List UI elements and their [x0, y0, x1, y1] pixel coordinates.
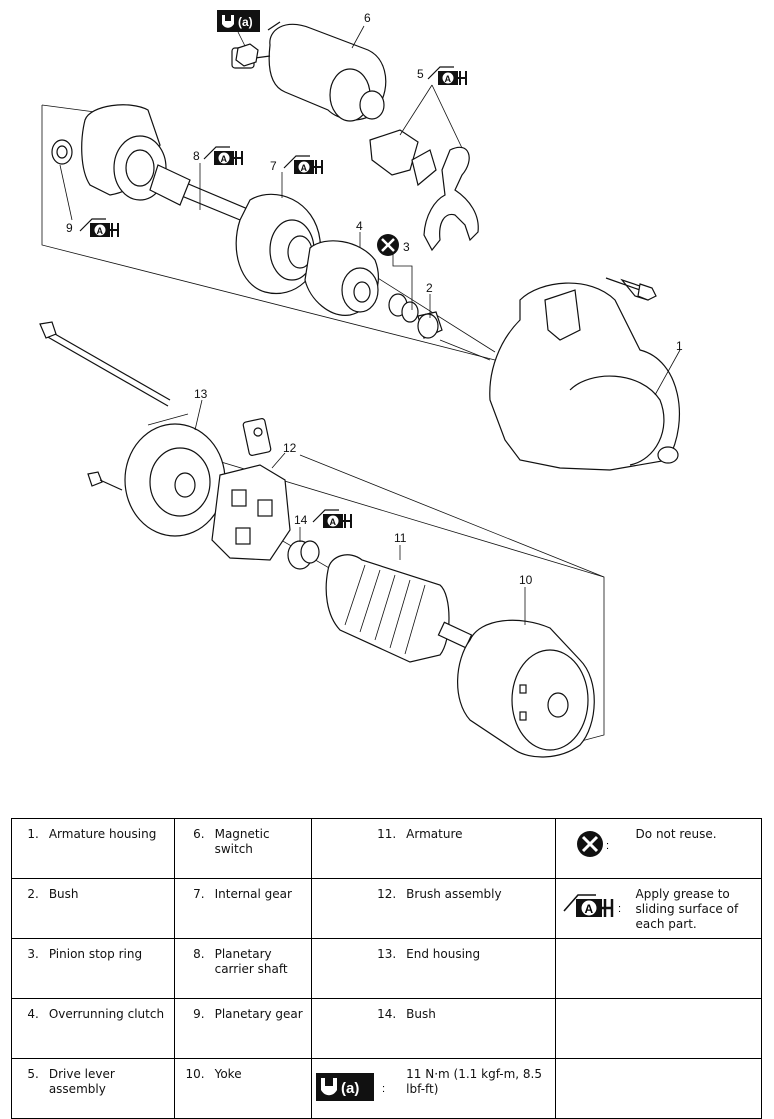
legend-empty-cell: [554, 938, 763, 999]
callout-13: 13: [194, 387, 208, 401]
front-bracket-part: [51, 104, 167, 201]
legend-label: Planetary gear: [210, 998, 313, 1059]
grease-icon: A :: [563, 894, 621, 917]
callout-12: 12: [283, 441, 297, 455]
legend-row: 5. Drive lever assembly 10. Yoke (a) : 1…: [10, 1058, 763, 1119]
legend-label: Armature housing: [44, 818, 175, 879]
grease-icon-letter: A: [584, 902, 593, 916]
parts-legend-table: 1. Armature housing 6. Magnetic switch 1…: [10, 818, 763, 1119]
callout-3: 3: [403, 240, 410, 254]
brush-assembly-part: [211, 418, 291, 561]
legend-number: 9.: [173, 998, 211, 1059]
symbol-colon: :: [618, 903, 621, 915]
legend-number: 3.: [10, 938, 45, 999]
callout-1: 1: [676, 339, 683, 353]
do-not-reuse-symbol-3: [377, 234, 399, 256]
grease-symbol-8: A: [203, 146, 243, 165]
legend-number: 14.: [311, 998, 403, 1059]
legend-label: Planetary carrier shaft: [210, 938, 313, 999]
through-bolt: [39, 321, 171, 407]
internal-gear-part: [235, 193, 321, 294]
rear-bush-part: [287, 540, 320, 570]
grease-letter-5: A: [445, 74, 452, 84]
planetary-carrier-shaft-part: [149, 164, 251, 223]
legend-empty-cell: [554, 998, 763, 1059]
grease-letter-9: A: [97, 226, 104, 236]
legend-row: 3. Pinion stop ring 8. Planetary carrier…: [10, 938, 763, 999]
legend-row: 2. Bush 7. Internal gear 12. Brush assem…: [10, 878, 762, 939]
legend-number: 8.: [173, 938, 211, 999]
legend-label: Armature: [402, 818, 556, 879]
legend-label: Bush: [44, 878, 175, 939]
housing-bolt: [605, 277, 657, 301]
grease-letter-7: A: [301, 163, 308, 173]
legend-symbol-description: Do not reuse.: [631, 818, 762, 879]
callout-9: 9: [66, 221, 73, 235]
leader-lines: [59, 25, 681, 625]
legend-label: Bush: [402, 998, 556, 1059]
exploded-starter-diagram: 6 5 8 7 9 4 3 2 1 13 12 14 11 10 (a) A A: [39, 10, 683, 758]
legend-symbol-cell: (a) :: [311, 1058, 403, 1119]
do-not-reuse-icon: :: [576, 831, 609, 857]
legend-label: Magnetic switch: [210, 818, 313, 879]
legend-number: 4.: [10, 998, 45, 1059]
armature-housing-part: [489, 278, 680, 471]
torque-symbol-top-label: (a): [238, 15, 253, 29]
callout-5: 5: [417, 67, 424, 81]
legend-label: End housing: [402, 938, 556, 999]
grease-letter-14: A: [330, 517, 337, 527]
callout-14: 14: [294, 513, 308, 527]
grease-symbol-9: A: [79, 218, 119, 237]
torque-spec-text: 11 N·m (1.1 kgf-m, 8.5 lbf-ft): [402, 1058, 556, 1119]
magnetic-switch-part: [231, 21, 387, 122]
legend-label: Overrunning clutch: [44, 998, 175, 1059]
grease-letter-8: A: [221, 154, 228, 164]
legend-number: 1.: [10, 818, 45, 879]
legend-number: 12.: [311, 878, 403, 939]
legend-number: 13.: [311, 938, 403, 999]
callout-6: 6: [364, 11, 371, 25]
legend-number: 5.: [10, 1058, 45, 1119]
legend-symbol-cell: :: [554, 818, 632, 879]
legend-number: 11.: [311, 818, 403, 879]
legend-label: Yoke: [210, 1058, 313, 1119]
overrunning-clutch-part: [304, 240, 380, 316]
legend-label: Brush assembly: [402, 878, 556, 939]
switch-nut: [235, 43, 259, 67]
legend-number: 7.: [173, 878, 211, 939]
grease-symbol-14: A: [312, 509, 352, 528]
legend-row: 4. Overrunning clutch 9. Planetary gear …: [10, 998, 763, 1059]
torque-symbol-top: (a): [217, 10, 260, 32]
callout-11: 11: [394, 531, 407, 545]
callout-4: 4: [356, 219, 363, 233]
callout-numbers: 6 5 8 7 9 4 3 2 1 13 12 14 11 10: [66, 11, 683, 587]
armature-part: [325, 554, 473, 663]
end-housing-screw: [87, 471, 123, 491]
legend-row: 1. Armature housing 6. Magnetic switch 1…: [10, 818, 762, 879]
pinion-stop-ring-part: [388, 293, 419, 323]
legend-symbol-description: Apply grease to sliding surface of each …: [631, 878, 762, 939]
callout-2: 2: [426, 281, 433, 295]
torque-wrench-icon: (a) :: [316, 1072, 385, 1101]
end-housing-part: [124, 423, 226, 537]
symbol-colon: :: [606, 840, 609, 852]
grease-symbol-5: A: [427, 66, 467, 85]
grease-symbol-7: A: [283, 155, 323, 174]
legend-number: 6.: [173, 818, 211, 879]
legend-label: Drive lever assembly: [44, 1058, 175, 1119]
symbol-colon: :: [382, 1083, 385, 1095]
legend-number: 10.: [173, 1058, 211, 1119]
legend-label: Pinion stop ring: [44, 938, 175, 999]
legend-empty-cell: [554, 1058, 763, 1119]
drive-lever-part: [369, 129, 479, 252]
legend-number: 2.: [10, 878, 45, 939]
callout-8: 8: [193, 149, 200, 163]
torque-icon-label: (a): [341, 1080, 359, 1097]
callout-7: 7: [270, 159, 277, 173]
legend-label: Internal gear: [210, 878, 313, 939]
callout-10: 10: [519, 573, 533, 587]
yoke-part: [457, 619, 595, 758]
legend-symbol-cell: A :: [554, 878, 632, 939]
